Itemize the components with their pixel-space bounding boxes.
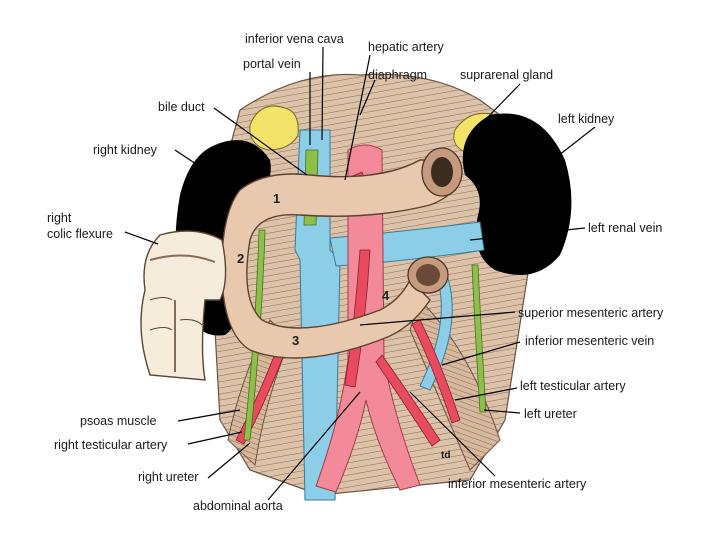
duodenum-part-4: 4 xyxy=(382,288,390,303)
duodenum-shape xyxy=(221,159,458,359)
label-suprarenal-gland: suprarenal gland xyxy=(460,68,553,82)
colon-taenia xyxy=(149,254,216,263)
leader-inferior-mesenteric-artery xyxy=(409,391,496,477)
leader-left-kidney xyxy=(539,126,596,171)
leader-inferior-vena-cava xyxy=(321,46,324,141)
label-superior-mesenteric-artery: superior mesenteric artery xyxy=(518,306,664,320)
leader-left-ureter xyxy=(483,409,521,414)
label-right-testicular-artery: right testicular artery xyxy=(54,438,168,452)
inferior-mesenteric-vein-shape xyxy=(419,269,453,391)
artist-signature: td xyxy=(441,450,450,461)
left-kidney-shape xyxy=(462,113,572,275)
label-bile-duct: bile duct xyxy=(158,100,205,114)
leader-inferior-mesenteric-vein xyxy=(441,341,521,366)
leader-superior-mesenteric-artery xyxy=(359,311,516,326)
leader-suprarenal-gland xyxy=(484,83,521,121)
label-portal-vein: portal vein xyxy=(243,57,301,71)
duodenum-part-1: 1 xyxy=(273,191,280,206)
duodenojejunal-lumen xyxy=(416,264,440,286)
label-hepatic-artery: hepatic artery xyxy=(368,40,444,54)
duodenum-proximal-lumen xyxy=(431,157,453,187)
leader-right-ureter xyxy=(207,442,251,479)
label-inferior-mesenteric-vein: inferior mesenteric vein xyxy=(525,334,654,348)
leader-diaphragm xyxy=(359,79,376,116)
label-right-colic-flexure-line2: colic flexure xyxy=(47,227,113,241)
leader-right-testicular-artery xyxy=(187,431,243,445)
label-left-testicular-artery: left testicular artery xyxy=(520,379,626,393)
leader-left-testicular-artery xyxy=(454,387,518,401)
duodenum-part-2: 2 xyxy=(237,251,244,266)
duodenum-part-3: 3 xyxy=(292,333,299,348)
label-diaphragm: diaphragm xyxy=(368,68,427,82)
leader-right-kidney xyxy=(174,149,209,173)
leader-bile-duct xyxy=(213,107,308,176)
right-colic-flexure-shape xyxy=(140,230,227,381)
label-left-kidney: left kidney xyxy=(558,112,615,126)
leader-abdominal-aorta xyxy=(267,391,361,501)
leader-psoas-muscle xyxy=(177,409,241,422)
leader-right-colic-flexure xyxy=(124,231,159,245)
left-ureter-shape xyxy=(471,264,487,413)
psoas-muscle-left xyxy=(409,299,501,471)
label-left-renal-vein: left renal vein xyxy=(588,221,662,235)
label-psoas-muscle: psoas muscle xyxy=(80,414,156,428)
left-testicular-artery-shape xyxy=(411,319,461,424)
leader-left-renal-vein xyxy=(469,227,586,241)
label-right-kidney: right kidney xyxy=(93,143,158,157)
colon-haustra xyxy=(149,297,203,331)
label-inferior-vena-cava: inferior vena cava xyxy=(245,32,344,46)
label-abdominal-aorta: abdominal aorta xyxy=(193,499,283,513)
label-left-ureter: left ureter xyxy=(524,407,577,421)
label-inferior-mesenteric-artery: inferior mesenteric artery xyxy=(448,477,587,491)
inferior-mesenteric-artery-shape xyxy=(375,354,441,447)
label-right-colic-flexure-line1: right xyxy=(47,211,72,225)
leader-hepatic-artery xyxy=(344,54,371,181)
right-suprarenal-gland xyxy=(249,105,299,151)
label-right-ureter: right ureter xyxy=(138,470,198,484)
